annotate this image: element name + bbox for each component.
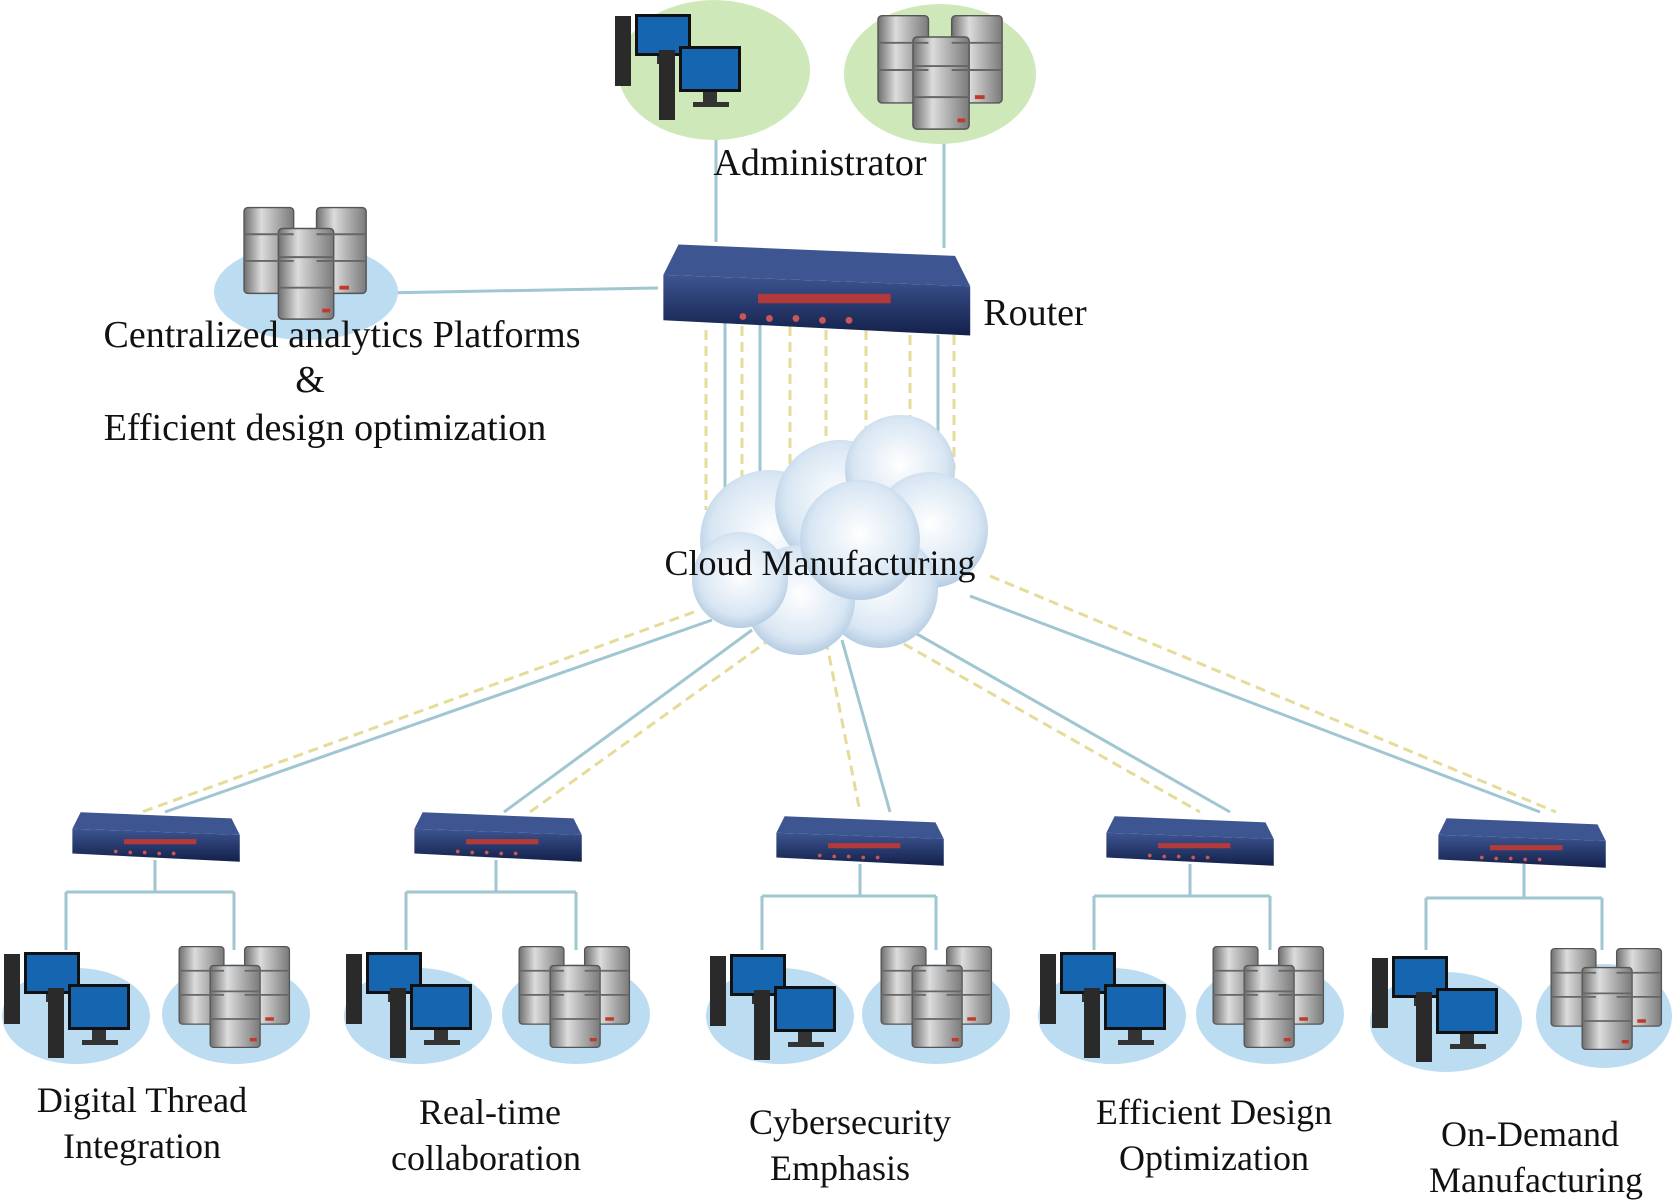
- branch-label-line2: Integration: [63, 1126, 221, 1166]
- branch-label-line1: Real-time: [419, 1092, 561, 1132]
- branch-label-line2: collaboration: [391, 1138, 581, 1178]
- switch-icon: [414, 812, 582, 862]
- branch-1-tree: [64, 860, 236, 950]
- analytics-label-line1: Centralized analytics Platforms: [104, 314, 581, 356]
- switch-icon: [1106, 816, 1274, 866]
- switch-icon: [72, 812, 240, 862]
- branch-label-line1: Digital Thread: [37, 1080, 247, 1120]
- network-links: [64, 92, 1604, 950]
- switch-icon: [776, 816, 944, 866]
- branch-label-line1: Efficient Design: [1096, 1092, 1332, 1132]
- branch-on-demand: On-Demand Manufacturing: [1370, 818, 1672, 1200]
- link-cloud-branch-2d: [529, 636, 773, 814]
- link-cloud-branch-1d: [141, 610, 695, 814]
- link-cloud-branch-3d: [824, 639, 862, 813]
- administrator-label: Administrator: [713, 142, 927, 184]
- branch-3-tree: [760, 864, 938, 950]
- cloud-node: [692, 415, 988, 655]
- link-cloud-branch-1: [164, 618, 713, 814]
- router-label: Router: [983, 292, 1087, 334]
- administrator-node: [615, 0, 810, 140]
- branch-digital-thread: Digital Thread Integration: [2, 812, 310, 1166]
- cloud-label: Cloud Manufacturing: [665, 543, 976, 583]
- link-cloud-branch-4d: [889, 634, 1201, 814]
- top-server-node: [844, 4, 1036, 144]
- main-router: [663, 244, 971, 336]
- link-cloud-branch-5d: [989, 574, 1557, 814]
- branch-cybersecurity: Cybersecurity Emphasis: [706, 816, 1010, 1188]
- branch-label-line2: Manufacturing: [1429, 1160, 1643, 1200]
- cloud-icon: [692, 415, 988, 655]
- link-analytics-router: [379, 286, 659, 295]
- branch-2-tree: [404, 860, 578, 950]
- branch-5-tree: [1424, 864, 1604, 950]
- analytics-label-line2: &: [295, 359, 325, 401]
- switch-icon: [1438, 818, 1606, 868]
- branch-real-time: Real-time collaboration: [344, 812, 650, 1178]
- router-icon: [663, 244, 971, 336]
- branch-label-line2: Optimization: [1119, 1138, 1309, 1178]
- branch-label-line1: On-Demand: [1441, 1114, 1619, 1154]
- link-cloud-branch-5: [969, 594, 1541, 814]
- analytics-label-line3: Efficient design optimization: [104, 407, 547, 449]
- analytics-platform-node: [214, 206, 398, 340]
- branch-label-line1: Cybersecurity: [749, 1102, 951, 1142]
- link-cloud-branch-2: [503, 628, 753, 814]
- branch-downlinks: [64, 860, 1604, 950]
- branch-4-tree: [1092, 864, 1272, 950]
- link-cloud-branch-3: [840, 639, 892, 813]
- branch-label-line2: Emphasis: [770, 1148, 910, 1188]
- branch-efficient-design: Efficient Design Optimization: [1038, 816, 1344, 1178]
- link-cloud-branch-4: [909, 628, 1231, 814]
